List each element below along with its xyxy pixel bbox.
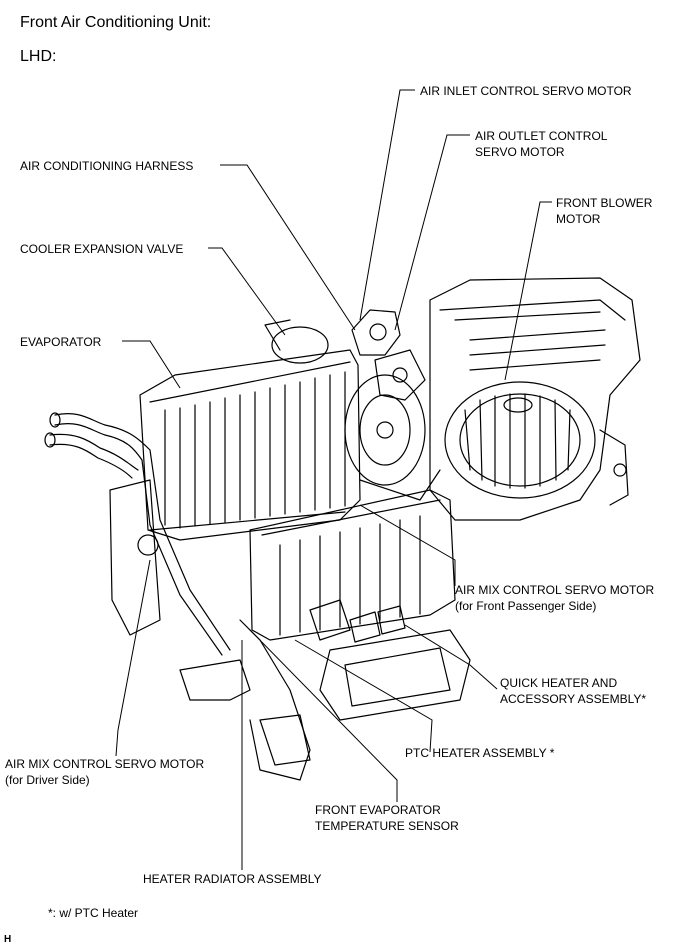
leader-ptc-heater [294,639,433,753]
center-scroll [344,374,441,501]
label-air-conditioning-harness: AIR CONDITIONING HARNESS [20,159,194,173]
evaporator-block [139,319,361,541]
label-air-outlet-control-servo-motor: AIR OUTLET CONTROL SERVO MOTOR [475,129,608,159]
label-air-mix-servo-passenger: AIR MIX CONTROL SERVO MOTOR (for Front P… [455,583,655,613]
leader-front-blower [504,201,552,381]
leader-evaporator [122,340,181,389]
label-front-evaporator-temperature-sensor: FRONT EVAPORATOR TEMPERATURE SENSOR [315,803,459,833]
lower-housing [109,479,311,766]
leader-air-mix-driver [115,559,151,757]
label-quick-heater-accessory-assembly: QUICK HEATER AND ACCESSORY ASSEMBLY* [500,676,647,706]
label-ptc-heater-assembly: PTC HEATER ASSEMBLY * [405,746,555,760]
refrigerant-pipes [44,412,231,656]
label-air-inlet-control-servo-motor: AIR INLET CONTROL SERVO MOTOR [420,84,632,98]
leader-expansion-valve [208,247,286,336]
label-heater-radiator-assembly: HEATER RADIATOR ASSEMBLY [143,872,322,886]
blower-housing [429,277,641,521]
label-air-mix-servo-driver: AIR MIX CONTROL SERVO MOTOR (for Driver … [5,757,205,787]
leader-air-mix-passenger [359,504,456,586]
leader-air-outlet-servo [394,134,470,331]
leader-ac-harness [220,164,356,331]
footnote: *: w/ PTC Heater [48,906,139,920]
label-front-blower-motor: FRONT BLOWER MOTOR [556,196,653,226]
quick-heater-assembly [309,599,471,721]
figure-code: H [4,934,12,945]
leader-air-inlet-servo [359,89,415,321]
label-evaporator: EVAPORATOR [20,335,102,349]
label-cooler-expansion-valve: COOLER EXPANSION VALVE [20,242,184,256]
leader-quick-heater [404,624,498,690]
leader-lines [115,89,552,870]
page-subtitle: LHD: [20,48,57,65]
leader-evap-temp-sensor [249,629,398,802]
servo-motors-top [351,309,426,401]
page-title: Front Air Conditioning Unit: [20,14,212,31]
